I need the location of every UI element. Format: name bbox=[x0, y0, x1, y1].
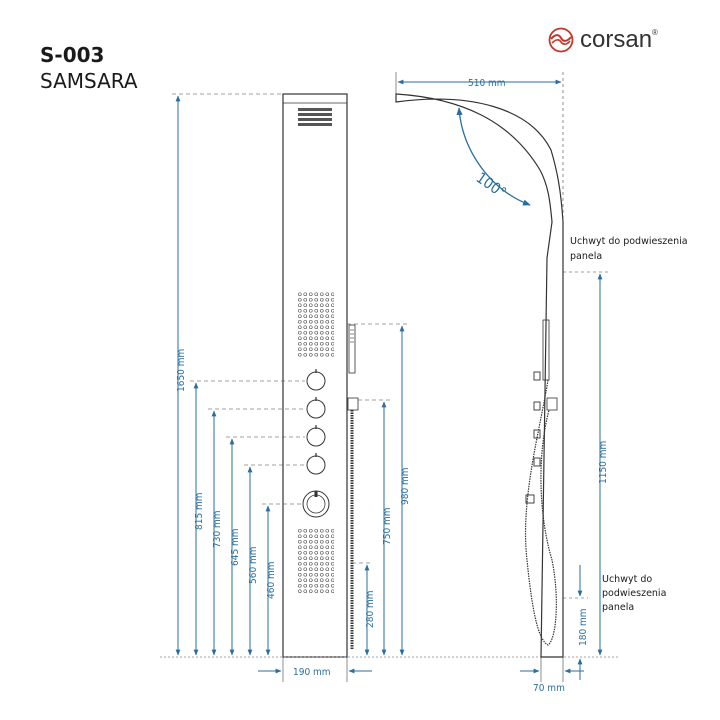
wave-logo-icon bbox=[548, 27, 574, 53]
thermostat-knob bbox=[302, 490, 330, 518]
dim-angle: 100° bbox=[473, 169, 510, 202]
dim-height-1: 815 mm bbox=[194, 492, 205, 530]
brand-registered: ® bbox=[652, 27, 658, 37]
dim-total-height: 1650 mm bbox=[176, 349, 187, 392]
lower-mount-note-line-2: podwieszenia bbox=[602, 588, 666, 599]
brand-logo: corsan ® bbox=[546, 26, 658, 54]
side-view: 510 mm 100° Uchwyt do podwieszenia panel… bbox=[395, 72, 691, 694]
upper-jets-grid bbox=[296, 291, 334, 357]
dim-height-4: 560 mm bbox=[248, 546, 259, 584]
panel-front bbox=[282, 93, 348, 658]
hand-shower bbox=[347, 324, 359, 650]
dim-height-2: 730 mm bbox=[212, 510, 223, 548]
dim-mount-span: 1150 mm bbox=[598, 441, 609, 484]
dim-spout: 280 mm bbox=[365, 590, 376, 628]
upper-mount-note-line-1: Uchwyt do podwieszenia bbox=[570, 236, 688, 247]
rain-nozzles-icon bbox=[298, 108, 332, 126]
knob-1 bbox=[306, 371, 326, 391]
dim-height-5: 460 mm bbox=[266, 561, 277, 599]
front-view: 1650 mm 815 mm 730 mm 645 mm 560 mm 460 … bbox=[160, 93, 620, 682]
header: S-003 SAMSARA bbox=[40, 42, 138, 94]
lower-mount-note-line-3: panela bbox=[602, 602, 634, 613]
knob-4 bbox=[306, 455, 326, 475]
lower-mount-note: Uchwyt do podwieszenia panela bbox=[602, 574, 669, 613]
knob-3 bbox=[306, 427, 326, 447]
upper-mount-note: Uchwyt do podwieszenia panela bbox=[570, 236, 691, 262]
lower-mount-note-line-1: Uchwyt do bbox=[602, 574, 652, 585]
dim-holder: 750 mm bbox=[382, 507, 393, 545]
brand-name: corsan bbox=[580, 26, 653, 53]
dim-bottom-mount: 180 mm bbox=[578, 608, 589, 646]
lower-jets-grid bbox=[296, 527, 334, 593]
model-name: SAMSARA bbox=[40, 69, 138, 93]
dim-head-reach: 510 mm bbox=[468, 78, 506, 89]
model-code: S-003 bbox=[40, 43, 105, 67]
dim-hose-top: 980 mm bbox=[400, 467, 411, 505]
upper-mount-note-line-2: panela bbox=[570, 251, 602, 262]
knob-2 bbox=[306, 399, 326, 419]
dim-height-3: 645 mm bbox=[230, 528, 241, 566]
dim-depth: 70 mm bbox=[533, 683, 565, 694]
dim-panel-width: 190 mm bbox=[293, 667, 331, 678]
